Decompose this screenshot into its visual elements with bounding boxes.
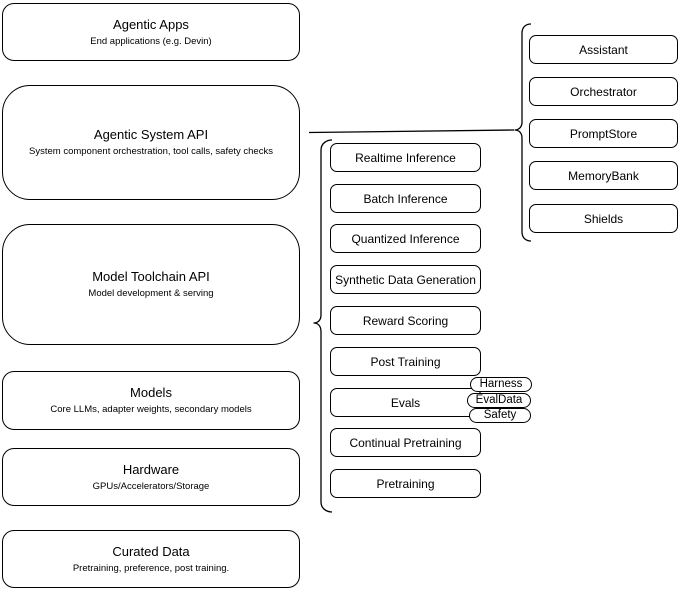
tag-label: Safety <box>483 409 517 421</box>
node-title: Hardware <box>122 461 180 477</box>
node-batch-inference: Batch Inference <box>330 184 481 213</box>
node-label: Continual Pretraining <box>349 435 462 450</box>
tag-safety: Safety <box>469 408 531 423</box>
node-label: Pretraining <box>376 476 435 491</box>
node-subtitle: GPUs/Accelerators/Storage <box>92 480 210 492</box>
node-title: Agentic System API <box>93 127 209 142</box>
tag-label: EvalData <box>475 394 523 406</box>
node-assistant: Assistant <box>529 35 678 64</box>
node-label: MemoryBank <box>568 168 639 183</box>
node-post-training: Post Training <box>330 347 481 376</box>
node-label: Post Training <box>370 354 441 369</box>
node-pretraining: Pretraining <box>330 469 481 498</box>
node-label: Quantized Inference <box>351 231 460 246</box>
node-label: Batch Inference <box>363 191 448 206</box>
node-models: Models Core LLMs, adapter weights, secon… <box>2 371 300 430</box>
node-hardware: Hardware GPUs/Accelerators/Storage <box>2 448 300 506</box>
tag-evaldata: EvalData <box>467 393 531 408</box>
node-curated-data: Curated Data Pretraining, preference, po… <box>2 530 300 588</box>
node-agentic-system-api: Agentic System API System component orch… <box>2 85 300 200</box>
node-label: Reward Scoring <box>362 313 449 328</box>
node-title: Curated Data <box>112 543 190 559</box>
node-label: Shields <box>583 211 624 226</box>
node-orchestrator: Orchestrator <box>529 77 678 106</box>
node-subtitle: End applications (e.g. Devin) <box>90 35 212 47</box>
node-label: Evals <box>390 395 421 410</box>
node-subtitle: Core LLMs, adapter weights, secondary mo… <box>50 404 252 415</box>
node-reward-scoring: Reward Scoring <box>330 306 481 335</box>
node-synthetic-data-generation: Synthetic Data Generation <box>330 265 481 294</box>
node-title: Models <box>130 385 172 400</box>
node-quantized-inference: Quantized Inference <box>330 224 481 253</box>
node-title: Agentic Apps <box>113 16 189 32</box>
node-model-toolchain-api: Model Toolchain API Model development & … <box>2 224 300 345</box>
node-promptstore: PromptStore <box>529 119 678 148</box>
node-label: Assistant <box>579 42 628 57</box>
node-memorybank: MemoryBank <box>529 161 678 190</box>
node-label: Realtime Inference <box>355 150 456 165</box>
node-continual-pretraining: Continual Pretraining <box>330 428 481 457</box>
node-subtitle: System component orchestration, tool cal… <box>29 146 273 157</box>
node-label: PromptStore <box>569 126 638 141</box>
node-agentic-apps: Agentic Apps End applications (e.g. Devi… <box>2 3 300 61</box>
node-evals: Evals <box>330 388 481 417</box>
node-subtitle: Pretraining, preference, post training. <box>72 562 230 574</box>
node-label: Orchestrator <box>570 84 637 99</box>
node-subtitle: Model development & serving <box>88 288 214 299</box>
tag-label: Harness <box>479 378 523 390</box>
node-shields: Shields <box>529 204 678 233</box>
node-title: Model Toolchain API <box>92 269 210 284</box>
node-label: Synthetic Data Generation <box>335 272 476 287</box>
tag-harness: Harness <box>470 377 532 392</box>
node-realtime-inference: Realtime Inference <box>330 143 481 172</box>
system-api-connector-line <box>308 129 515 134</box>
